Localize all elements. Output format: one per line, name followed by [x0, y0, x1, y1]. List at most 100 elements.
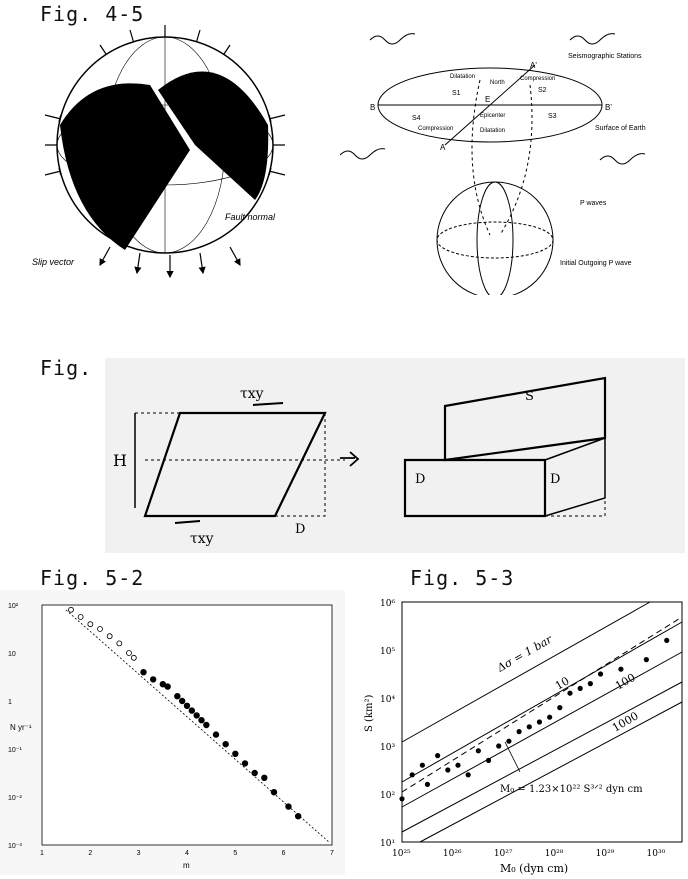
- y-tick-label: 10¹: [380, 839, 395, 849]
- area-label: S: [525, 389, 534, 404]
- label-S4: S4: [412, 115, 421, 122]
- data-point: [127, 651, 132, 656]
- data-point: [557, 705, 562, 710]
- data-point: [516, 729, 521, 734]
- y-tick-label: 10: [8, 651, 16, 658]
- data-point: [150, 677, 156, 683]
- data-point: [476, 748, 481, 753]
- data-point: [204, 722, 210, 728]
- x-tick-label: 7: [330, 850, 334, 857]
- x-tick-label: 10²⁹: [596, 849, 615, 859]
- label-S3: S3: [548, 113, 557, 120]
- data-point: [399, 796, 404, 801]
- data-point: [425, 782, 430, 787]
- data-point: [455, 763, 460, 768]
- d-left-label: D: [415, 472, 425, 487]
- surface-of-earth-label: Surface of Earth: [595, 125, 646, 132]
- data-point: [184, 703, 190, 709]
- data-point: [117, 641, 122, 646]
- data-point: [179, 698, 185, 704]
- initial-outgoing-label: Initial Outgoing P wave: [560, 260, 632, 267]
- data-point: [496, 743, 501, 748]
- lower-block: [405, 460, 545, 516]
- data-point: [165, 684, 171, 690]
- y-tick-label: 10²: [8, 603, 19, 610]
- data-point: [131, 655, 136, 660]
- data-point: [252, 770, 258, 776]
- y-tick-label: 1: [8, 699, 12, 706]
- y-axis-label: N yr⁻¹: [10, 723, 32, 732]
- p-waves-label: P waves: [580, 200, 607, 207]
- data-point: [88, 622, 93, 627]
- data-point: [578, 686, 583, 691]
- data-point: [466, 772, 471, 777]
- data-point: [295, 813, 301, 819]
- displacement-label: D: [295, 522, 305, 537]
- x-tick-label: 3: [137, 850, 141, 857]
- slip-vector-label: Slip vector: [32, 257, 75, 267]
- y-tick-label: 10²: [380, 791, 395, 801]
- data-point: [98, 627, 103, 632]
- y-tick-label: 10⁶: [380, 599, 395, 609]
- x-tick-label: 10²⁶: [443, 849, 462, 859]
- label-B-prime: B': [605, 103, 612, 112]
- fig-5-3-label: Fig. 5-3: [410, 566, 514, 590]
- data-point: [199, 717, 205, 723]
- data-point: [644, 657, 649, 662]
- x-tick-label: 10²⁷: [494, 849, 513, 859]
- data-point: [618, 667, 623, 672]
- seismogram-top-right: [570, 34, 615, 44]
- data-point: [233, 751, 239, 757]
- y-tick-label: 10⁻¹: [8, 747, 22, 754]
- data-point: [141, 669, 147, 675]
- tau-bottom-label: τxy: [190, 531, 214, 547]
- data-point: [445, 767, 450, 772]
- data-point: [175, 693, 181, 699]
- focal-sphere: [437, 182, 553, 295]
- y-tick-label: 10⁴: [380, 695, 395, 705]
- fault-normal-label: Fault normal: [225, 212, 276, 222]
- data-point: [588, 681, 593, 686]
- data-point: [598, 671, 603, 676]
- y-tick-label: 10⁵: [380, 647, 395, 657]
- dilatation-bottom: Dilatation: [480, 128, 505, 134]
- label-B: B: [370, 103, 375, 112]
- data-point: [194, 713, 200, 719]
- data-point: [262, 775, 268, 781]
- data-point: [286, 804, 292, 810]
- fit-equation-label: M₀ = 1.23×10²² S³ᐟ² dyn cm: [500, 784, 643, 795]
- x-tick-label: 10²⁸: [545, 849, 564, 859]
- data-point: [189, 708, 195, 714]
- data-point: [223, 741, 229, 747]
- data-point: [527, 724, 532, 729]
- data-point: [486, 758, 491, 763]
- data-point: [78, 615, 83, 620]
- parallelogram: [145, 413, 325, 516]
- x-tick-label: 4: [185, 850, 189, 857]
- seismogram-top-left: [370, 34, 415, 44]
- label-S2: S2: [538, 87, 547, 94]
- data-point: [107, 634, 112, 639]
- stations-label: Seismographic Stations: [568, 53, 642, 60]
- seismogram-bottom-left: [340, 149, 385, 159]
- data-point: [410, 772, 415, 777]
- label-S1: S1: [452, 90, 461, 97]
- dilatation-top: Dilatation: [450, 74, 475, 80]
- height-label: H: [113, 451, 127, 470]
- label-E: E: [485, 95, 490, 104]
- shear-diagram: τxy τxy H D S D D: [105, 358, 685, 553]
- epicenter-label: Epicenter: [480, 113, 505, 119]
- data-point: [506, 739, 511, 744]
- seismogram-bottom-right: [600, 154, 645, 164]
- compression-left: Compression: [418, 126, 453, 132]
- y-axis-label: S (km²): [364, 695, 375, 732]
- data-point: [547, 715, 552, 720]
- data-point: [664, 638, 669, 643]
- data-point: [271, 789, 277, 795]
- data-point: [435, 753, 440, 758]
- x-axis-label: M₀ (dyn cm): [500, 862, 568, 875]
- x-axis-label: m: [183, 861, 190, 870]
- x-tick-label: 10³⁰: [647, 849, 666, 859]
- data-point: [69, 607, 74, 612]
